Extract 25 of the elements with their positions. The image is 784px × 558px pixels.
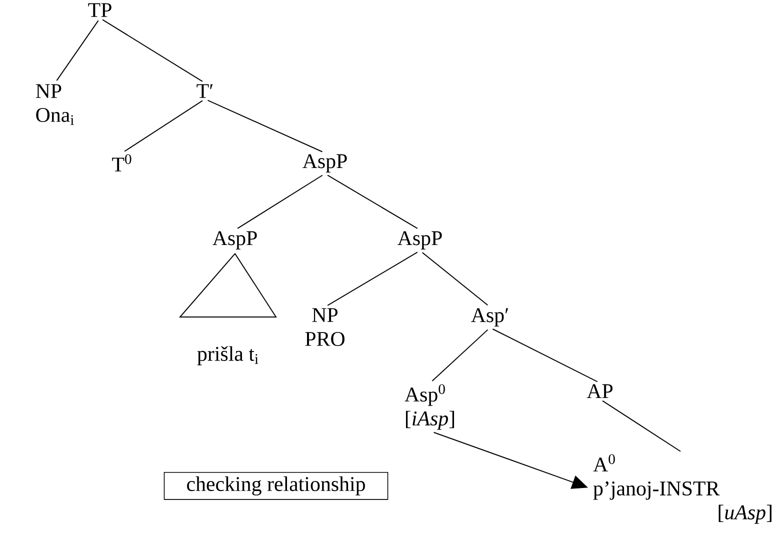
note-box: checking relationship bbox=[164, 472, 388, 500]
branch-line bbox=[237, 174, 323, 229]
tree-label: TP bbox=[88, 3, 112, 17]
branch-line bbox=[207, 100, 323, 152]
branch-line bbox=[56, 20, 99, 82]
tree-label: prišla t$_{i}$ bbox=[197, 346, 258, 366]
tree-label: Asp′ bbox=[471, 308, 508, 326]
tree-label: Asp$^{0}$ [iAsp] bbox=[404, 384, 454, 430]
branch-line bbox=[602, 400, 681, 452]
tree-label: NP Ona$_{i}$ bbox=[36, 84, 74, 125]
tree-label: AspP bbox=[398, 231, 442, 250]
branch-line bbox=[432, 329, 488, 382]
tree-label: AP bbox=[586, 384, 613, 398]
tree-label: AspP bbox=[302, 154, 347, 172]
branch-line bbox=[327, 252, 418, 306]
branch-line bbox=[422, 252, 488, 306]
branch-line bbox=[124, 100, 203, 152]
tree-label: A$^{0}$ p’janoj-INSTR [uAsp] bbox=[593, 454, 772, 524]
tree-label: AspP bbox=[212, 231, 257, 250]
branch-line bbox=[327, 174, 418, 229]
tree-label: T$^{0}$ bbox=[112, 154, 132, 172]
tree-label: T′ bbox=[196, 84, 213, 98]
branch-line bbox=[492, 328, 598, 382]
branch-line bbox=[102, 19, 203, 82]
tree-label: NP PRO bbox=[305, 308, 344, 346]
